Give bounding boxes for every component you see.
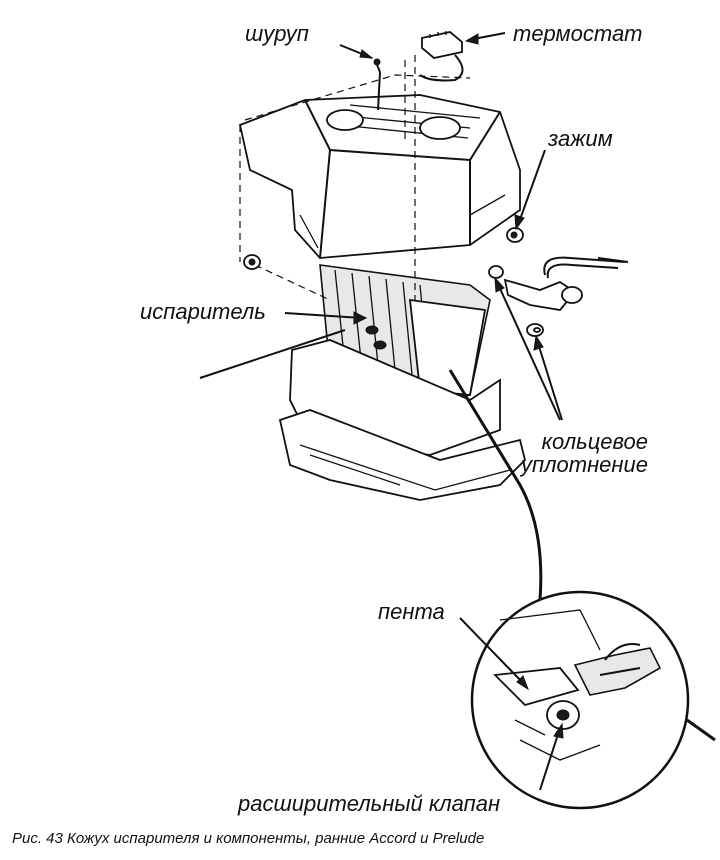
label-clamp: зажим — [548, 126, 613, 151]
expansion-valve-arrowhead — [553, 722, 564, 739]
clamp-part — [506, 227, 524, 243]
tape-arrowhead — [516, 675, 530, 691]
o-ring-leader-lower — [536, 339, 563, 421]
figure-caption: Рис. 43 Кожух испарителя и компоненты, р… — [12, 830, 485, 847]
alignment-lines — [239, 55, 471, 301]
label-tape: пента — [378, 599, 445, 624]
o-ring-arrowhead-lower — [533, 334, 544, 351]
label-screw: шуруп — [245, 21, 309, 46]
upper-housing — [238, 94, 521, 259]
clamp-arrowhead — [514, 214, 525, 231]
thermostat-part — [419, 31, 464, 82]
expansion-valve-leader — [539, 727, 561, 791]
clamp-leader — [517, 149, 546, 226]
thermostat-arrowhead — [464, 33, 479, 45]
evaporator-arrowhead — [353, 311, 368, 325]
tape-leader — [459, 617, 526, 686]
label-thermostat: термостат — [513, 21, 643, 46]
detail-callout-line — [448, 369, 543, 601]
detail-circle — [470, 590, 690, 810]
screw-part — [373, 58, 381, 111]
valve-assembly — [488, 256, 629, 337]
pointer-line-left — [199, 329, 346, 379]
evaporator-leader — [284, 312, 363, 319]
o-ring-leader-upper — [496, 281, 561, 421]
o-ring-arrowhead-upper — [494, 276, 505, 293]
screw-arrowhead — [359, 49, 374, 59]
label-evaporator: испаритель — [140, 299, 266, 324]
lower-housing — [278, 339, 526, 501]
label-o-ring: кольцевое уплотнение — [521, 429, 648, 478]
grommet-part — [243, 254, 261, 270]
label-expansion-valve: расширительный клапан — [238, 791, 501, 816]
